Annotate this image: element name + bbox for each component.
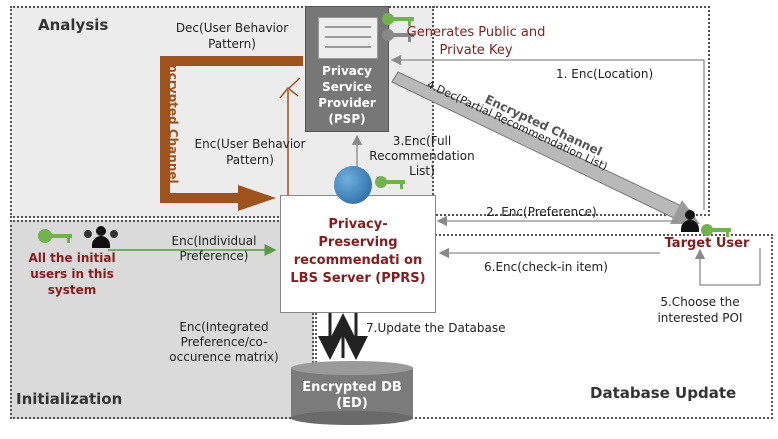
users-icon: [84, 226, 118, 248]
enc-behavior-label: Enc(User Behavior Pattern): [194, 137, 306, 167]
analysis-label: Analysis: [38, 16, 109, 34]
enc-location-label: 1. Enc(Location): [556, 67, 654, 81]
arrow-enc-location: [390, 54, 705, 210]
user-icon: [680, 210, 700, 232]
server-icon: [318, 17, 378, 59]
psp-region-outline: [433, 6, 710, 216]
update-db-label: 7.Update the Database: [366, 321, 506, 335]
pprs-box[interactable]: Privacy-Preserving recommendati on LBS S…: [280, 195, 436, 313]
arrow-update-db: [318, 312, 368, 360]
target-user-label: Target User: [664, 236, 750, 251]
database-icon: [291, 361, 413, 425]
arrow-choose-poi: [694, 248, 761, 286]
pprs-label: Privacy-Preserving recommendati on LBS S…: [290, 217, 426, 286]
db-label: Encrypted DB (ED): [302, 380, 402, 411]
psp-label: Privacy Service Provider (PSP): [318, 64, 376, 126]
encrypted-channel-left-label: Encrypted Channel: [166, 56, 180, 184]
key-generation-note: Generates Public and Private Key: [406, 25, 546, 58]
enc-individual-pref-label: Enc(Individual Preference): [171, 234, 257, 263]
encrypted-db[interactable]: Encrypted DB (ED): [290, 360, 414, 426]
enc-integrated-pref-label: Enc(Integrated Preference/co-occurence m…: [169, 320, 279, 364]
enc-preference-label: 2. Enc(Preference): [486, 205, 597, 219]
initialization-label: Initialization: [16, 390, 123, 408]
globe-icon: [334, 166, 372, 204]
enc-checkin-label: 6.Enc(check-in item): [484, 260, 608, 274]
initial-users-label: All the initial users in this system: [28, 251, 116, 297]
choose-poi-label: 5.Choose the interested POI: [657, 295, 743, 325]
psp-box[interactable]: Privacy Service Provider (PSP): [305, 6, 389, 132]
database-update-label: Database Update: [590, 384, 737, 402]
enc-full-rec-label: 3.Enc(Full Recommendation List): [369, 134, 475, 178]
key-icon: [37, 228, 75, 248]
key-icon: [374, 174, 408, 194]
key-icon: [380, 10, 420, 44]
initialization-region: [10, 220, 314, 419]
dec-behavior-label: Dec(User Behavior Pattern): [175, 21, 289, 51]
database-update-region: [315, 234, 773, 419]
key-icon: [700, 222, 734, 242]
encrypted-channel-left-arrow: [160, 56, 303, 211]
